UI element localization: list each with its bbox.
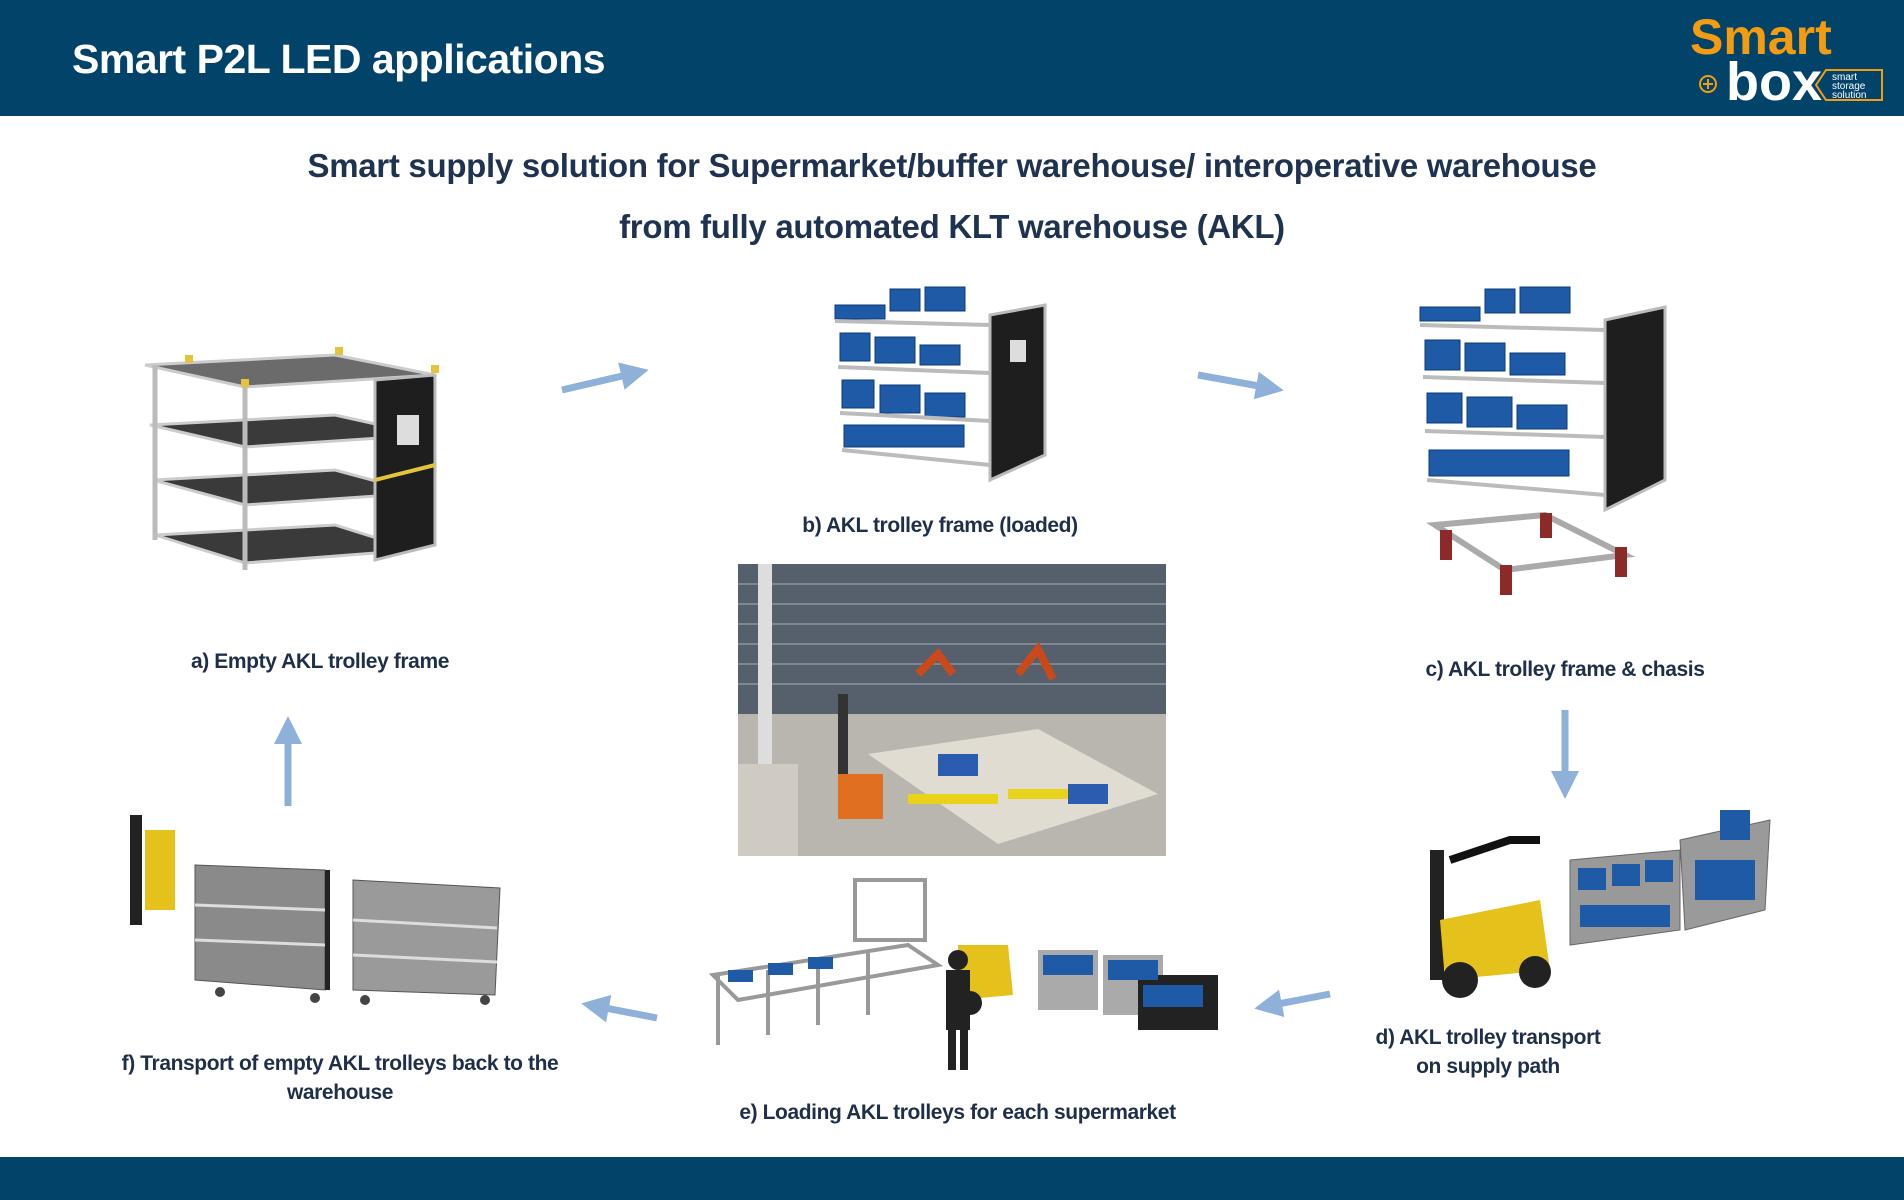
arrow-b-to-c [1197, 371, 1284, 400]
arrow-d-to-e [1254, 989, 1331, 1018]
loaded-trolley-image [834, 286, 1047, 483]
empty-trolleys-return-image [130, 815, 501, 1005]
svg-text:solution: solution [1832, 90, 1866, 101]
step-d-label: d) AKL trolley transport on supply path [1288, 1023, 1688, 1081]
step-e-label: e) Loading AKL trolleys for each superma… [739, 1101, 1176, 1124]
step-b-label: b) AKL trolley frame (loaded) [802, 514, 1078, 537]
step-d-line-1: d) AKL trolley transport [1375, 1026, 1601, 1049]
step-c-label: c) AKL trolley frame & chasis [1425, 658, 1705, 681]
subtitle-line-1: Smart supply solution for Supermarket/bu… [307, 147, 1597, 184]
empty-trolley-image [144, 347, 439, 570]
step-f-line-2: warehouse [286, 1081, 394, 1104]
footer-bar [0, 1157, 1904, 1200]
trolley-chassis-image [1419, 286, 1667, 595]
arrow-a-to-b [561, 362, 649, 394]
header-bar: Smart P2L LED applications Smart box sma… [0, 0, 1904, 116]
svg-text:smart: smart [1832, 72, 1857, 83]
step-d-line-2: on supply path [1416, 1055, 1560, 1078]
step-a-label: a) Empty AKL trolley frame [190, 650, 449, 673]
loading-trolleys-image [708, 878, 1218, 1070]
svg-text:box: box [1726, 52, 1822, 108]
subtitle-line-2: from fully automated KLT warehouse (AKL) [619, 208, 1285, 245]
smartbox-logo: Smart box smart storage solution [1690, 9, 1883, 108]
akl-warehouse-photo [738, 564, 1166, 856]
svg-text:storage: storage [1832, 81, 1866, 92]
step-f-line-1: f) Transport of empty AKL trolleys back … [121, 1052, 559, 1075]
slide-title: Smart P2L LED applications [72, 36, 606, 82]
arrow-e-to-f [581, 994, 658, 1023]
svg-text:Smart: Smart [1690, 9, 1832, 65]
forklift-transport-image [1430, 810, 1771, 998]
step-f-label: f) Transport of empty AKL trolleys back … [90, 1049, 590, 1107]
